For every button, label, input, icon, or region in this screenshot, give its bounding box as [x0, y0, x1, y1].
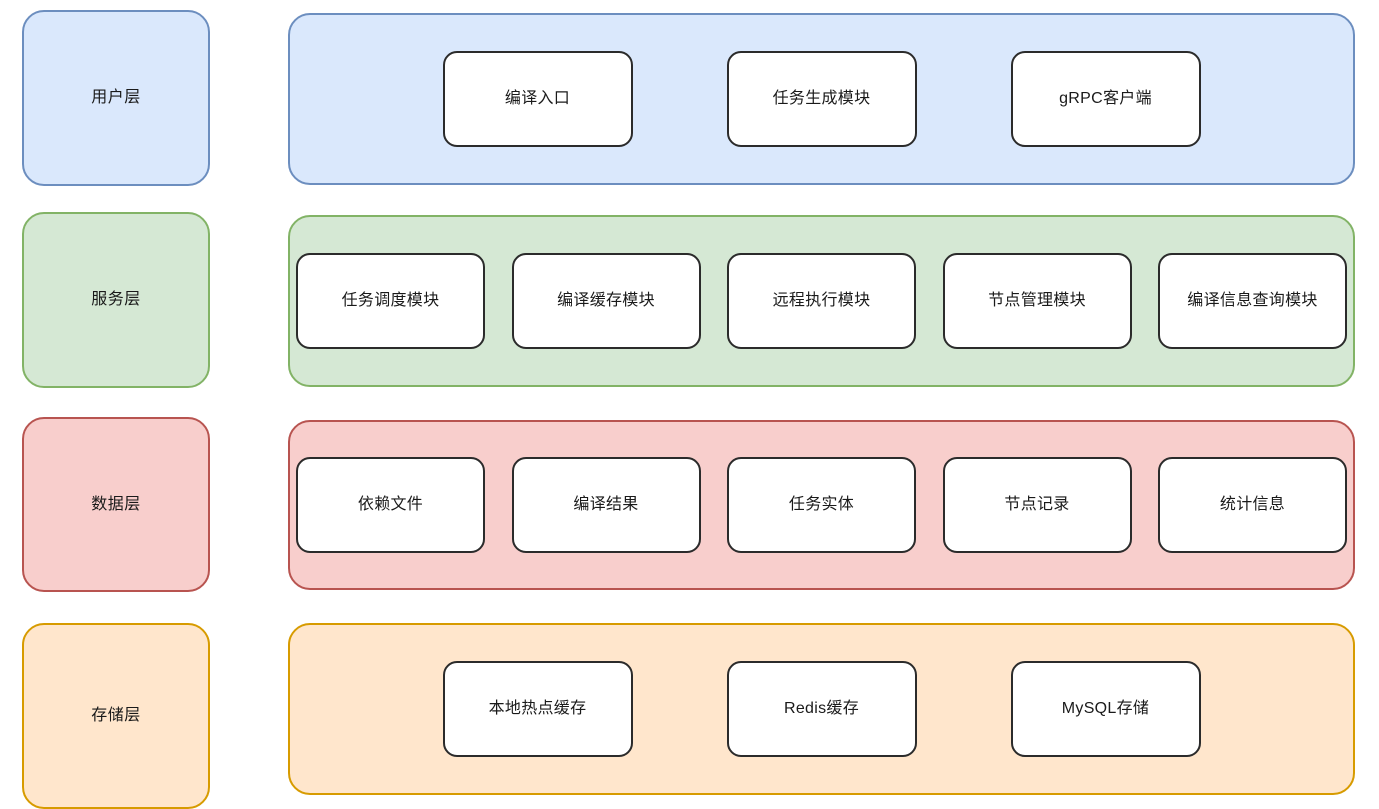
module-box[interactable]: 依赖文件: [296, 457, 485, 553]
layer-label-text-user: 用户层: [91, 89, 141, 107]
layer-label-service[interactable]: 服务层: [22, 212, 210, 388]
module-label: Redis缓存: [783, 700, 859, 717]
module-label: 编译信息查询模块: [1187, 292, 1318, 309]
layer-container-user[interactable]: 编译入口 任务生成模块 gRPC客户端: [288, 13, 1355, 185]
layer-container-data[interactable]: 依赖文件 编译结果 任务实体 节点记录 统计信息: [288, 420, 1355, 590]
module-label: 编译缓存模块: [557, 292, 655, 309]
module-box[interactable]: 任务调度模块: [296, 253, 485, 349]
module-label: 节点记录: [1004, 496, 1070, 513]
layer-label-text-data: 数据层: [91, 495, 141, 513]
module-box[interactable]: 编译结果: [511, 457, 701, 553]
module-box[interactable]: MySQL存储: [1010, 661, 1201, 757]
module-label: MySQL存储: [1061, 700, 1150, 717]
module-label: 编译结果: [573, 496, 639, 513]
module-box[interactable]: 编译缓存模块: [511, 253, 701, 349]
module-box[interactable]: 节点管理模块: [942, 253, 1132, 349]
layer-container-storage[interactable]: 本地热点缓存 Redis缓存 MySQL存储: [288, 623, 1355, 795]
module-label: gRPC客户端: [1059, 90, 1152, 107]
module-box[interactable]: 节点记录: [942, 457, 1132, 553]
module-box[interactable]: 任务生成模块: [726, 51, 917, 147]
layer-label-user[interactable]: 用户层: [22, 10, 210, 186]
module-box[interactable]: 统计信息: [1158, 457, 1347, 553]
module-label: 依赖文件: [357, 496, 424, 513]
layer-label-storage[interactable]: 存储层: [22, 623, 210, 809]
layer-label-data[interactable]: 数据层: [22, 417, 210, 592]
module-label: 任务调度模块: [341, 292, 440, 309]
module-label: 任务生成模块: [772, 90, 871, 107]
module-box[interactable]: 远程执行模块: [727, 253, 916, 349]
module-label: 统计信息: [1219, 496, 1286, 513]
module-label: 远程执行模块: [772, 292, 871, 309]
layer-label-text-storage: 存储层: [91, 707, 141, 725]
module-box[interactable]: 本地热点缓存: [442, 661, 633, 757]
module-label: 节点管理模块: [988, 292, 1086, 309]
layer-label-text-service: 服务层: [91, 291, 141, 309]
module-label: 本地热点缓存: [488, 700, 587, 717]
module-box[interactable]: 编译信息查询模块: [1158, 253, 1347, 349]
module-box[interactable]: 任务实体: [727, 457, 916, 553]
module-label: 编译入口: [504, 90, 571, 107]
layer-container-service[interactable]: 任务调度模块 编译缓存模块 远程执行模块 节点管理模块 编译信息查询模块: [288, 215, 1355, 387]
module-label: 任务实体: [788, 496, 855, 513]
module-box[interactable]: 编译入口: [442, 51, 633, 147]
module-box[interactable]: Redis缓存: [726, 661, 917, 757]
module-box[interactable]: gRPC客户端: [1010, 51, 1201, 147]
